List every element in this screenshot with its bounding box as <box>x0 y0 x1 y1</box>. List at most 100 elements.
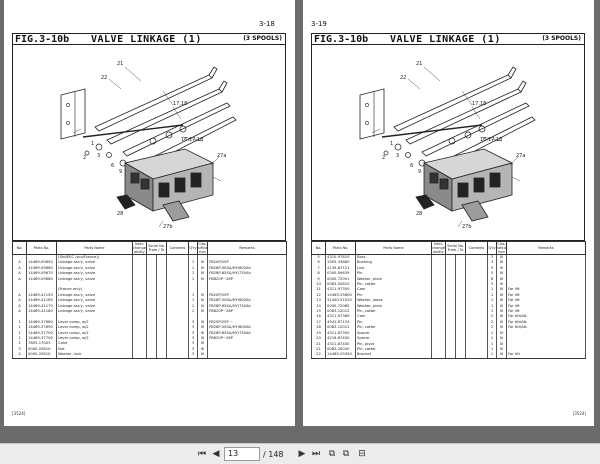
valve-linkage-drawing: 22 21 17,18 16,17,18 27a 27b 28 1 2 3 6 … <box>359 61 536 230</box>
figure-title-bar: FIG.3-10b VALVE LINKAGE (1) (3 SPOOLS) <box>12 33 286 45</box>
exploded-diagram: 22 21 17,18 16,17,18 27a 27b 28 1 2 3 6 … <box>311 45 585 241</box>
spools-label: (3 SPOOLS) <box>243 35 282 42</box>
callout-label: 22 <box>400 75 406 81</box>
exploded-diagram: 22 21 17,18 16,17,18 27a 27b 28 1 2 3 6 … <box>12 45 286 241</box>
table-cell: FB28P-50SA/HY/600Ah <box>207 298 288 304</box>
table-cell: For lift <box>506 287 587 293</box>
viewer-toolbar: ⏮ ◀ 13 / 148 ▶ ⏭ ⧉ ⧉ ⊟ <box>0 443 600 464</box>
table-cell <box>454 336 467 342</box>
page-number: 3-19 <box>311 20 327 28</box>
next-page-button[interactable]: ▶ <box>298 449 306 459</box>
previous-page-button[interactable]: ◀ <box>212 449 220 459</box>
col-header: Parts No. <box>26 241 57 255</box>
callout-label: 2 <box>83 155 86 161</box>
table-cell: III <box>197 352 209 359</box>
table-cell <box>155 336 168 342</box>
table-cell <box>155 325 168 331</box>
table-cell <box>454 309 467 315</box>
footer-code: [3524] <box>12 411 26 416</box>
table-cell <box>454 314 467 320</box>
col-header: No. <box>311 241 326 255</box>
table-cell: For lift <box>506 303 587 310</box>
callout-label: 1 <box>390 141 393 147</box>
callout-label: 28 <box>117 211 123 217</box>
table-cell: Bracket <box>355 352 432 359</box>
first-page-button[interactable]: ⏮ <box>197 449 207 459</box>
callout-label: 9 <box>418 169 421 175</box>
table-cell <box>155 282 168 288</box>
table-header-row: No. Parts No. Parts Name Inter-change-ab… <box>12 241 288 255</box>
table-cell <box>454 292 467 299</box>
table-cell: 14469-09680 <box>26 276 57 283</box>
col-header: Inter-change-ability <box>132 241 148 255</box>
table-cell <box>155 330 168 337</box>
table-cell <box>207 341 288 347</box>
page-number-input[interactable]: 13 <box>224 447 260 461</box>
table-row: (France only) <box>12 287 288 293</box>
table-cell: 14469-41160 <box>26 298 57 304</box>
col-header: Serial No. From / To <box>444 241 467 255</box>
table-cell: FB820P~28P <box>207 309 288 315</box>
table-cell <box>454 282 467 288</box>
callout-label: 27a <box>217 153 226 159</box>
table-cell <box>454 260 467 266</box>
col-header: No. <box>12 241 27 255</box>
table-cell <box>207 346 288 353</box>
table-cell <box>155 271 168 277</box>
table-cell <box>155 352 168 359</box>
table-cell: 1 <box>487 352 498 359</box>
parts-table: No. Parts No. Parts Name Inter-change-ab… <box>12 241 288 359</box>
col-header: Remarks <box>207 241 288 255</box>
callout-label: 3 <box>396 153 399 159</box>
single-page-view-icon[interactable]: ⧉ <box>328 449 336 459</box>
table-cell <box>454 325 467 331</box>
table-cell <box>155 265 168 272</box>
table-cell <box>454 265 467 272</box>
col-header: Contents <box>166 241 190 255</box>
callout-label: 17,18 <box>472 101 486 107</box>
table-cell <box>454 298 467 304</box>
fit-view-icon[interactable]: ⊟ <box>358 449 366 459</box>
callout-label: 1 <box>91 141 94 147</box>
callout-label: 6 <box>111 163 114 169</box>
table-cell <box>454 287 467 293</box>
page-total-label: / 148 <box>263 450 284 459</box>
two-page-view-icon[interactable]: ⧉ <box>342 449 350 459</box>
figure-title: VALVE LINKAGE (1) <box>390 34 501 45</box>
callout-label: 27b <box>462 224 472 230</box>
table-cell: 4 <box>12 352 27 359</box>
table-cell: 22 <box>311 352 326 359</box>
last-page-button[interactable]: ⏭ <box>311 449 321 459</box>
callout-label: 3 <box>97 153 100 159</box>
spools-label: (3 SPOOLS) <box>542 35 581 42</box>
page-number: 3-18 <box>259 20 275 28</box>
table-cell: FB20P/25P <box>207 260 288 266</box>
callout-label: 2 <box>382 155 385 161</box>
table-cell <box>207 282 288 288</box>
table-cell <box>454 319 467 326</box>
table-cell: FB28P-65SA/HY/730Ah <box>207 330 288 337</box>
table-row <box>12 282 288 288</box>
callout-label: 16,17,18 <box>181 137 203 143</box>
col-header: Q'ty <box>188 241 199 255</box>
